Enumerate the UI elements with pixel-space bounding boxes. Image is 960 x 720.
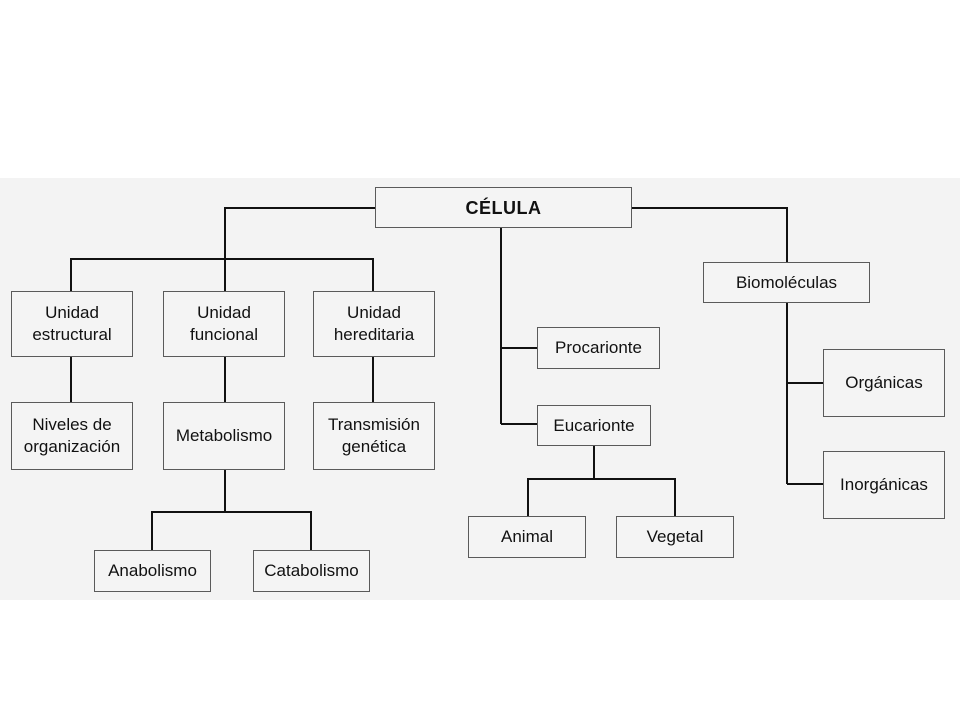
node-eucarionte: Eucarionte xyxy=(537,405,651,446)
node-unidad-funcional: Unidad funcional xyxy=(163,291,285,357)
connector-eucarionte-bar xyxy=(527,478,676,516)
node-metabolismo: Metabolismo xyxy=(163,402,285,470)
node-animal: Animal xyxy=(468,516,586,558)
node-inorganicas: Inorgánicas xyxy=(823,451,945,519)
node-vegetal: Vegetal xyxy=(616,516,734,558)
connector-left-bar xyxy=(70,258,374,291)
node-biomoleculas: Biomoléculas xyxy=(703,262,870,303)
node-unidad-hereditaria: Unidad hereditaria xyxy=(313,291,435,357)
node-transmision-genetica: Transmisión genética xyxy=(313,402,435,470)
connector-metabolismo-bar xyxy=(151,511,312,550)
node-niveles-organizacion: Niveles de organización xyxy=(11,402,133,470)
node-unidad-estructural: Unidad estructural xyxy=(11,291,133,357)
node-catabolismo: Catabolismo xyxy=(253,550,370,592)
node-organicas: Orgánicas xyxy=(823,349,945,417)
node-anabolismo: Anabolismo xyxy=(94,550,211,592)
connector-root-right xyxy=(632,207,788,262)
node-celula: CÉLULA xyxy=(375,187,632,228)
connector-root-left xyxy=(224,207,375,259)
node-procarionte: Procarionte xyxy=(537,327,660,369)
